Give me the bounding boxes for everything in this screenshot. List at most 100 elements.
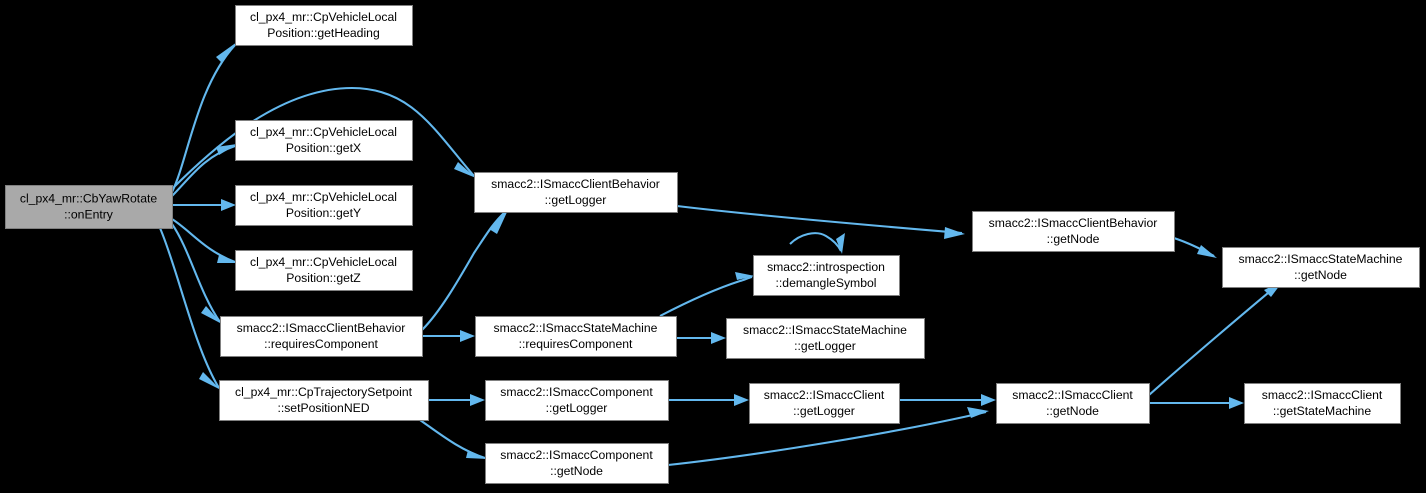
arrow-head-icon	[466, 450, 488, 459]
node-box[interactable]	[485, 380, 669, 421]
node-box[interactable]	[749, 383, 900, 424]
node-box[interactable]	[474, 172, 678, 213]
call-edge-n5-to-n8	[422, 330, 475, 342]
arrow-head-icon	[981, 394, 996, 406]
call-edge-n11-to-n11	[789, 232, 845, 254]
call-edge-n0-to-n4	[171, 218, 238, 263]
node-label-line2: ::onEntry	[64, 208, 114, 222]
node-box[interactable]	[726, 318, 925, 359]
graph-node-n10[interactable]: smacc2::ISmaccComponent::getNode	[485, 443, 669, 484]
call-edge-n0-to-n7	[171, 86, 476, 190]
node-box[interactable]	[475, 316, 677, 357]
arrow-head-icon	[711, 332, 726, 344]
node-box[interactable]	[485, 443, 669, 484]
node-label-line2: ::getStateMachine	[1273, 404, 1371, 418]
graph-node-n14[interactable]: smacc2::ISmaccClientBehavior::getNode	[972, 211, 1175, 252]
call-edge-n0-to-n3	[172, 199, 236, 211]
node-box[interactable]	[235, 185, 413, 226]
call-edge-n0-to-n6	[159, 227, 221, 390]
node-box[interactable]	[220, 316, 423, 357]
call-edge-n8-to-n12	[676, 332, 726, 344]
node-label-line2: Position::getY	[286, 206, 361, 220]
node-box[interactable]	[235, 5, 413, 46]
node-label-line1: smacc2::ISmaccStateMachine	[743, 323, 907, 337]
call-edge-n8-to-n11	[659, 272, 755, 317]
graph-node-n16[interactable]: smacc2::ISmaccStateMachine::getNode	[1222, 247, 1420, 288]
node-label-line1: smacc2::ISmaccClient	[1262, 388, 1383, 402]
node-label-line2: Position::getX	[286, 141, 361, 155]
node-label-line2: ::getNode	[1294, 268, 1347, 282]
call-edge-n15-to-n17	[1149, 397, 1244, 409]
node-box[interactable]	[996, 383, 1150, 424]
node-box[interactable]	[1244, 383, 1401, 424]
call-edge-n0-to-n5	[171, 223, 222, 324]
node-label-line1: smacc2::ISmaccComponent	[500, 448, 653, 462]
arrow-head-icon	[1229, 397, 1244, 409]
graph-node-n12[interactable]: smacc2::ISmaccStateMachine::getLogger	[726, 318, 925, 359]
node-label-line1: smacc2::ISmaccClientBehavior	[989, 216, 1158, 230]
arrow-head-icon	[460, 330, 475, 342]
node-box[interactable]	[972, 211, 1175, 252]
call-edge-n6-to-n10	[419, 419, 488, 459]
node-box[interactable]	[219, 380, 429, 421]
node-label-line1: cl_px4_mr::CbYawRotate	[20, 192, 158, 206]
node-label-line2: Position::getZ	[286, 271, 361, 285]
graph-node-n0[interactable]: cl_px4_mr::CbYawRotate::onEntry	[5, 185, 173, 229]
node-label-line2: Position::getHeading	[267, 26, 379, 40]
node-label-line1: smacc2::ISmaccClient	[1012, 388, 1133, 402]
node-box[interactable]	[1222, 247, 1420, 288]
call-edge-n5-to-n7	[421, 210, 508, 331]
call-edge-n0-to-n1	[171, 42, 237, 193]
node-label-line2: ::requiresComponent	[519, 337, 633, 351]
graph-node-n5[interactable]: smacc2::ISmaccClientBehavior::requiresCo…	[220, 316, 423, 357]
call-edge-n15-to-n16	[1148, 281, 1283, 396]
node-label-line1: smacc2::ISmaccStateMachine	[1239, 252, 1403, 266]
graph-node-n13[interactable]: smacc2::ISmaccClient::getLogger	[749, 383, 900, 424]
node-label-line1: smacc2::ISmaccComponent	[500, 385, 653, 399]
arrow-head-icon	[216, 144, 237, 155]
node-label-line2: ::getLogger	[794, 339, 856, 353]
node-label-line1: cl_px4_mr::CpVehicleLocal	[250, 255, 397, 269]
node-label-line2: ::getLogger	[793, 404, 855, 418]
arrow-head-icon	[1197, 245, 1217, 258]
graph-node-n1[interactable]: cl_px4_mr::CpVehicleLocalPosition::getHe…	[235, 5, 413, 46]
graph-node-n8[interactable]: smacc2::ISmaccStateMachine::requiresComp…	[475, 316, 677, 357]
arrow-head-icon	[836, 233, 845, 254]
graph-node-n11[interactable]: smacc2::introspection::demangleSymbol	[753, 255, 900, 296]
node-label-line1: cl_px4_mr::CpVehicleLocal	[250, 10, 397, 24]
arrow-head-icon	[454, 162, 476, 178]
node-box[interactable]	[235, 120, 413, 161]
node-label-line2: ::getLogger	[545, 193, 607, 207]
graph-node-n7[interactable]: smacc2::ISmaccClientBehavior::getLogger	[474, 172, 678, 213]
call-edge-n7-to-n14	[676, 204, 965, 239]
arrow-head-icon	[735, 272, 755, 280]
arrow-head-icon	[216, 42, 237, 63]
node-box[interactable]	[235, 250, 413, 291]
arrow-head-icon	[470, 394, 485, 406]
edge-layer	[159, 42, 1283, 467]
node-layer: cl_px4_mr::CbYawRotate::onEntrycl_px4_mr…	[5, 5, 1420, 484]
node-label-line1: smacc2::ISmaccClient	[764, 388, 885, 402]
node-label-line1: cl_px4_mr::CpVehicleLocal	[250, 125, 397, 139]
call-edge-n10-to-n15	[667, 407, 989, 467]
node-label-line1: cl_px4_mr::CpTrajectorySetpoint	[235, 385, 413, 399]
graph-node-n15[interactable]: smacc2::ISmaccClient::getNode	[996, 383, 1150, 424]
arrow-head-icon	[734, 394, 749, 406]
arrow-head-icon	[221, 199, 236, 211]
graph-node-n17[interactable]: smacc2::ISmaccClient::getStateMachine	[1244, 383, 1401, 424]
node-box[interactable]	[753, 255, 900, 296]
node-label-line1: smacc2::ISmaccStateMachine	[494, 321, 658, 335]
graph-node-n9[interactable]: smacc2::ISmaccComponent::getLogger	[485, 380, 669, 421]
graph-node-n6[interactable]: cl_px4_mr::CpTrajectorySetpoint::setPosi…	[219, 380, 429, 421]
arrow-head-icon	[489, 210, 508, 234]
node-label-line1: cl_px4_mr::CpVehicleLocal	[250, 190, 397, 204]
arrow-head-icon	[217, 255, 238, 263]
node-label-line1: smacc2::introspection	[767, 260, 885, 274]
node-box[interactable]	[5, 185, 173, 229]
node-label-line1: smacc2::ISmaccClientBehavior	[237, 321, 406, 335]
